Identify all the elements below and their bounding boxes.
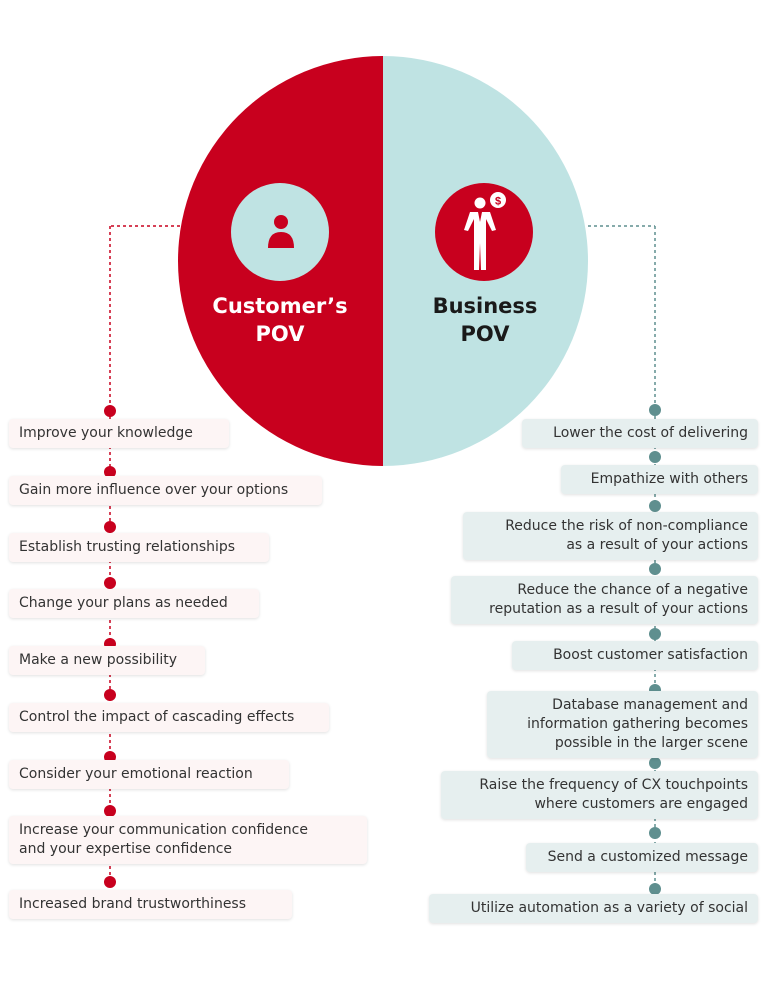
business-benefit-item-text: as a result of your actions — [566, 537, 748, 553]
business-connector-dot — [649, 883, 661, 895]
customer-benefit-item: Make a new possibility — [9, 646, 205, 675]
customer-connector-dot — [104, 876, 116, 888]
business-benefit-item-text: Reduce the chance of a negative — [517, 582, 748, 598]
customer-benefit-item: Increase your communication confidence an… — [9, 816, 367, 864]
customer-connector-dot — [104, 805, 116, 817]
customer-benefit-item-text: Gain more influence over your options — [19, 482, 289, 498]
customer-benefit-item-text: Consider your emotional reaction — [19, 766, 253, 782]
business-benefit-item-text: where customers are engaged — [534, 796, 748, 812]
business-benefit-item-text: Lower the cost of delivering — [553, 425, 748, 441]
customer-pov-title: Customer’s POV — [190, 292, 370, 348]
svg-text:$: $ — [495, 196, 501, 208]
business-connector-dot — [649, 563, 661, 575]
business-benefit-item-text: reputation as a result of your actions — [489, 601, 748, 617]
businessman-dollar-icon: $ — [435, 183, 533, 281]
customer-benefit-item: Establish trusting relationships — [9, 533, 269, 562]
customer-connector-dot — [104, 577, 116, 589]
customer-benefit-item-text: Increased brand trustworthiness — [19, 896, 247, 912]
business-benefit-item-text: information gathering becomes — [527, 716, 748, 732]
customer-benefit-item: Increased brand trustworthiness — [9, 890, 292, 919]
business-connector-dot — [649, 451, 661, 463]
business-pov-title: Business POV — [395, 292, 575, 348]
business-benefit-item: Reduce the chance of a negative reputatio… — [451, 576, 758, 624]
customer-benefit-item: Control the impact of cascading effects — [9, 703, 329, 732]
customer-connector-dot — [104, 521, 116, 533]
business-title-line: Business — [432, 294, 538, 318]
customer-benefit-item-text: Improve your knowledge — [19, 425, 193, 441]
business-benefit-item: Database management and information gathe… — [487, 691, 758, 758]
business-benefit-item: Send a customized message — [526, 843, 758, 872]
customer-connector-dot — [104, 405, 116, 417]
business-benefit-item-text: Boost customer satisfaction — [553, 647, 748, 663]
customer-benefit-item-text: Establish trusting relationships — [19, 539, 236, 555]
business-connector-dot — [649, 628, 661, 640]
business-benefit-item: Utilize automation as a variety of socia… — [429, 894, 758, 923]
business-title-line: POV — [460, 322, 510, 346]
customer-title-line: POV — [255, 322, 305, 346]
customer-benefit-item-text: Change your plans as needed — [19, 595, 228, 611]
customer-benefit-item: Gain more influence over your options — [9, 476, 322, 505]
business-benefit-item: Boost customer satisfaction — [512, 641, 758, 670]
business-benefit-item: Lower the cost of delivering — [522, 419, 758, 448]
business-benefit-item-text: Send a customized message — [547, 849, 748, 865]
customer-benefit-item-text: and your expertise confidence — [19, 841, 233, 857]
customer-title-line: Customer’s — [212, 294, 348, 318]
customer-benefit-item: Consider your emotional reaction — [9, 760, 289, 789]
business-benefit-item-text: Reduce the risk of non-compliance — [505, 518, 748, 534]
business-connector-dot — [649, 500, 661, 512]
customer-connector-dot — [104, 466, 116, 478]
business-benefit-item: Empathize with others — [561, 465, 758, 494]
person-icon — [231, 183, 329, 281]
business-benefit-item-text: Empathize with others — [590, 471, 748, 487]
customer-benefit-item-text: Control the impact of cascading effects — [19, 709, 295, 725]
customer-benefit-item: Improve your knowledge — [9, 419, 229, 448]
customer-benefit-item-text: Increase your communication confidence — [19, 822, 308, 838]
business-benefit-item-text: Database management and — [552, 697, 748, 713]
business-benefit-item-text: Raise the frequency of CX touchpoints — [479, 777, 748, 793]
business-connector-dot — [649, 404, 661, 416]
business-benefit-item-text: Utilize automation as a variety of socia… — [470, 900, 748, 916]
customer-connector-dot — [104, 689, 116, 701]
customer-benefit-item-text: Make a new possibility — [19, 652, 178, 668]
customer-benefit-item: Change your plans as needed — [9, 589, 259, 618]
business-connector-dot — [649, 757, 661, 769]
business-benefit-item-text: possible in the larger scene — [554, 735, 748, 751]
business-connector-dots — [649, 404, 661, 895]
business-benefit-item: Raise the frequency of CX touchpoints whe… — [441, 771, 758, 819]
business-benefit-item: Reduce the risk of non-compliance as a re… — [463, 512, 758, 560]
business-connector-dot — [649, 827, 661, 839]
